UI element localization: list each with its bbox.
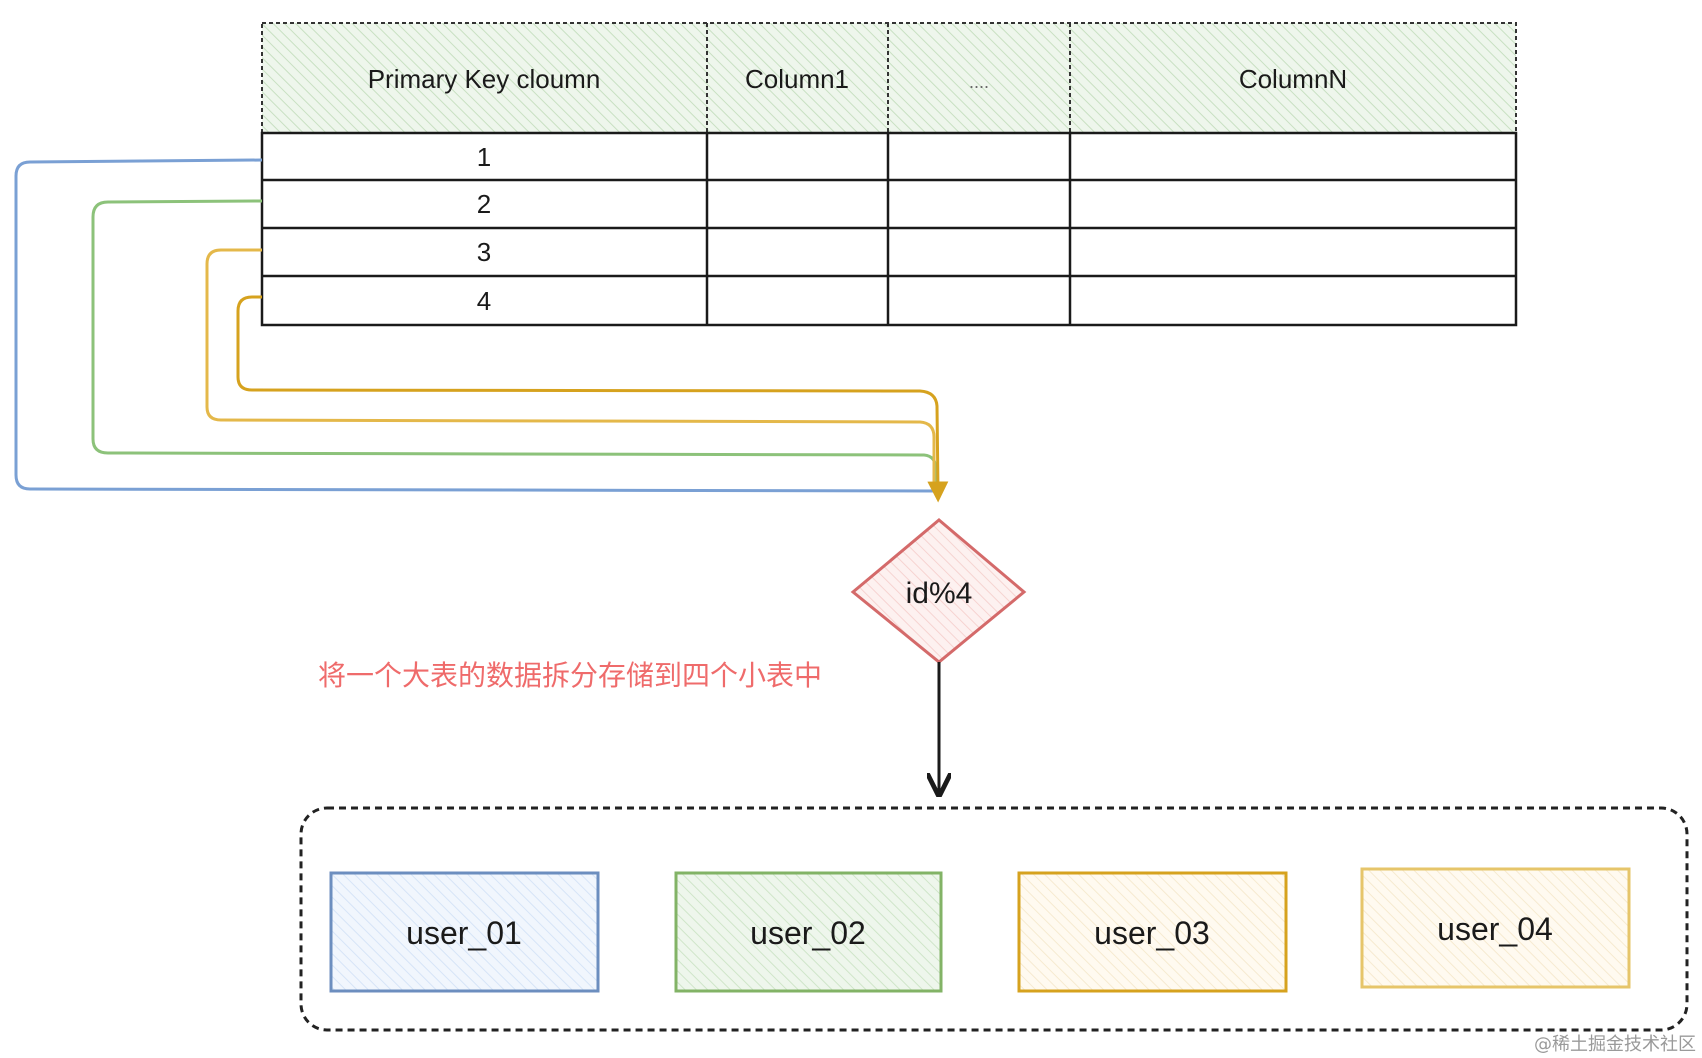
table-row-id-4: 4 xyxy=(477,286,491,316)
connector-row-3 xyxy=(205,248,936,482)
watermark: @稀土掘金技术社区 xyxy=(1534,1034,1696,1055)
shard-user-01: user_01 xyxy=(329,871,600,993)
table-header-column1: Column1 xyxy=(745,64,849,94)
shard-user-02: user_02 xyxy=(674,871,943,993)
connector-row-4 xyxy=(236,295,949,503)
table-row-id-1: 1 xyxy=(477,142,491,172)
shard-user-03: user_03 xyxy=(1017,871,1288,993)
shard-box-user-04 xyxy=(1360,867,1631,989)
split-note: 将一个大表的数据拆分存储到四个小表中 xyxy=(318,659,822,692)
shard-group xyxy=(299,806,1689,1032)
table-header-columnN: ColumnN xyxy=(1239,64,1347,94)
shard-box-user-02 xyxy=(674,871,943,993)
shard-user-04: user_04 xyxy=(1360,867,1631,989)
shard-label-user-02: user_02 xyxy=(750,915,866,951)
table-row-id-2: 2 xyxy=(477,189,491,219)
table-header-primary-key: Primary Key cloumn xyxy=(368,64,601,94)
hash-decision: id%4 xyxy=(850,518,1027,664)
shard-label-user-04: user_04 xyxy=(1437,911,1553,947)
shard-box-user-01 xyxy=(329,871,600,993)
decision-label: id%4 xyxy=(906,577,973,610)
shard-label-user-03: user_03 xyxy=(1094,915,1210,951)
shard-label-user-01: user_01 xyxy=(406,915,522,951)
table-row-id-3: 3 xyxy=(477,237,491,267)
table-header-ellipsis: .... xyxy=(969,72,989,92)
shard-box-user-03 xyxy=(1017,871,1288,993)
source-table: Primary Key cloumn Column1 .... ColumnN … xyxy=(260,22,1518,327)
row-connectors xyxy=(14,158,949,503)
connector-row-1 xyxy=(14,158,941,493)
